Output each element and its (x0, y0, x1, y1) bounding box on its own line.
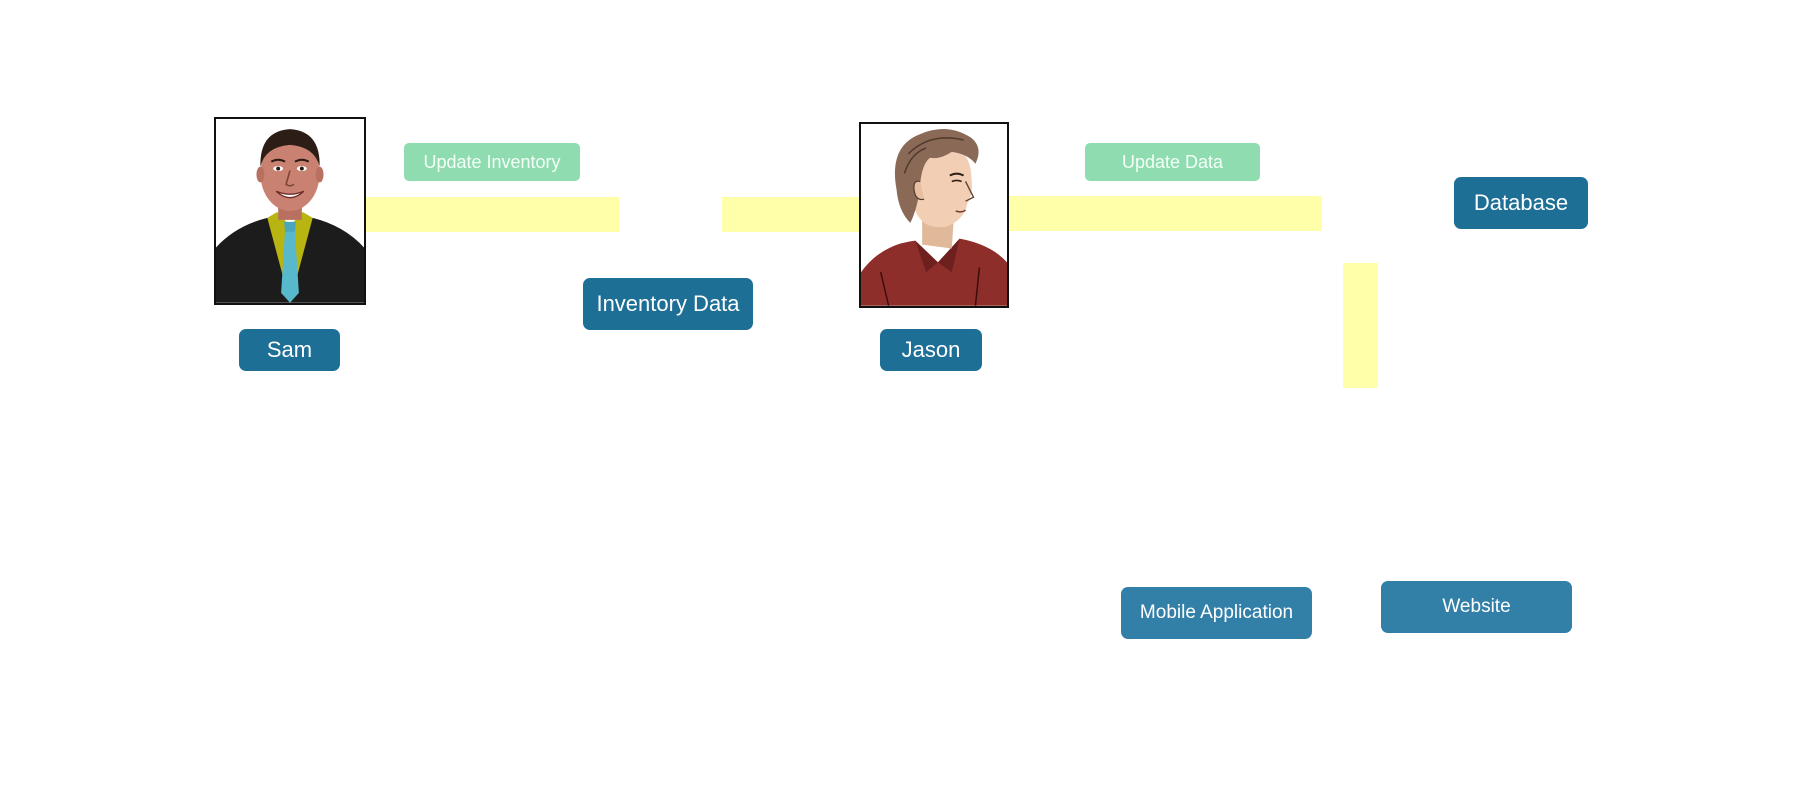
database-node: Database (1454, 177, 1588, 229)
mobile-application-node: Mobile Application (1121, 587, 1312, 639)
connector-sam-to-update-inventory (364, 197, 619, 232)
website-node: Website (1381, 581, 1572, 633)
inventory-data-node: Inventory Data (583, 278, 753, 330)
sam-avatar-image (216, 119, 364, 303)
update-inventory-action: Update Inventory (404, 143, 580, 181)
connector-to-jason (722, 197, 860, 232)
jason-avatar-image (861, 124, 1007, 306)
jason-portrait (859, 122, 1009, 308)
sam-name-label: Sam (239, 329, 340, 371)
update-data-action: Update Data (1085, 143, 1260, 181)
connector-vertical-to-outputs (1343, 263, 1378, 388)
connector-jason-to-update-data (1008, 196, 1322, 231)
sam-portrait (214, 117, 366, 305)
jason-name-label: Jason (880, 329, 982, 371)
